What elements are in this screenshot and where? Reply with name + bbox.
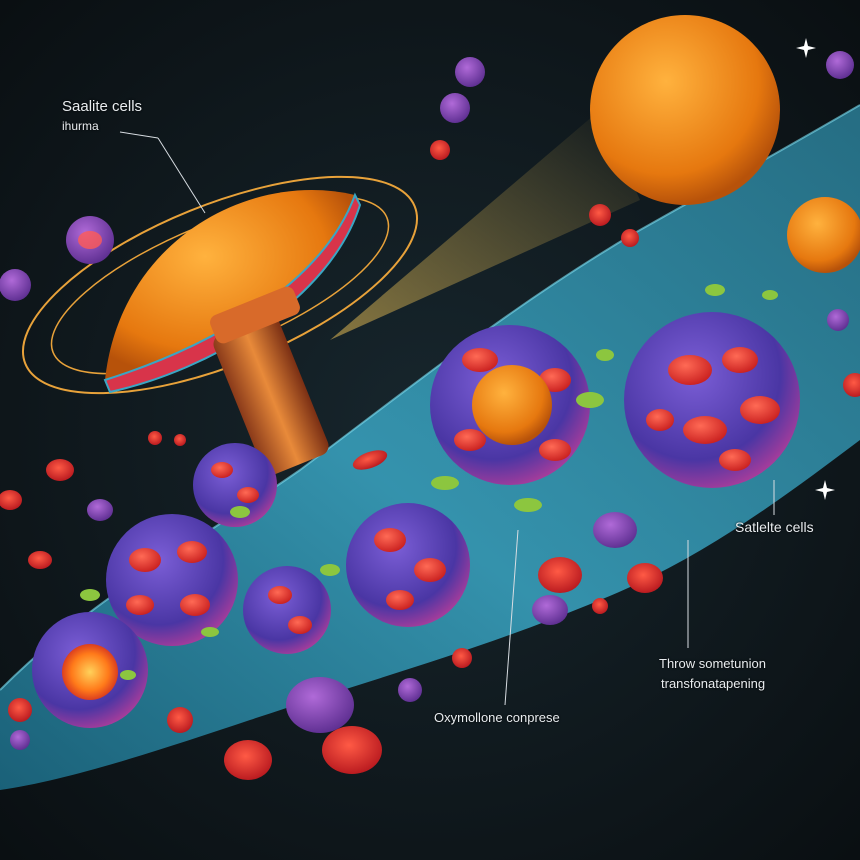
energy-beam [330, 110, 640, 340]
label-satellite-cells-right: Satlelte cells [735, 519, 814, 535]
label-throw-line2: transfonatapening [661, 676, 766, 691]
label-satellite-cells-top-sub: ihurma [62, 119, 99, 133]
label-pointers [119, 131, 775, 706]
label-satellite-cells-top: Saalite cells [62, 98, 143, 115]
orange-sphere-large [590, 15, 780, 205]
blood-cells [0, 51, 860, 780]
green-organelles [80, 284, 778, 680]
lab-device [21, 175, 419, 475]
sparkles [796, 38, 835, 500]
label-oxymollone: Oxymollone conprese [434, 710, 560, 725]
label-throw-line1: Throw sometunion [659, 656, 766, 671]
orange-sphere-small [787, 197, 860, 273]
orange-nucleus [472, 365, 552, 445]
glowing-core [62, 644, 118, 700]
cell-cluster [32, 312, 800, 728]
